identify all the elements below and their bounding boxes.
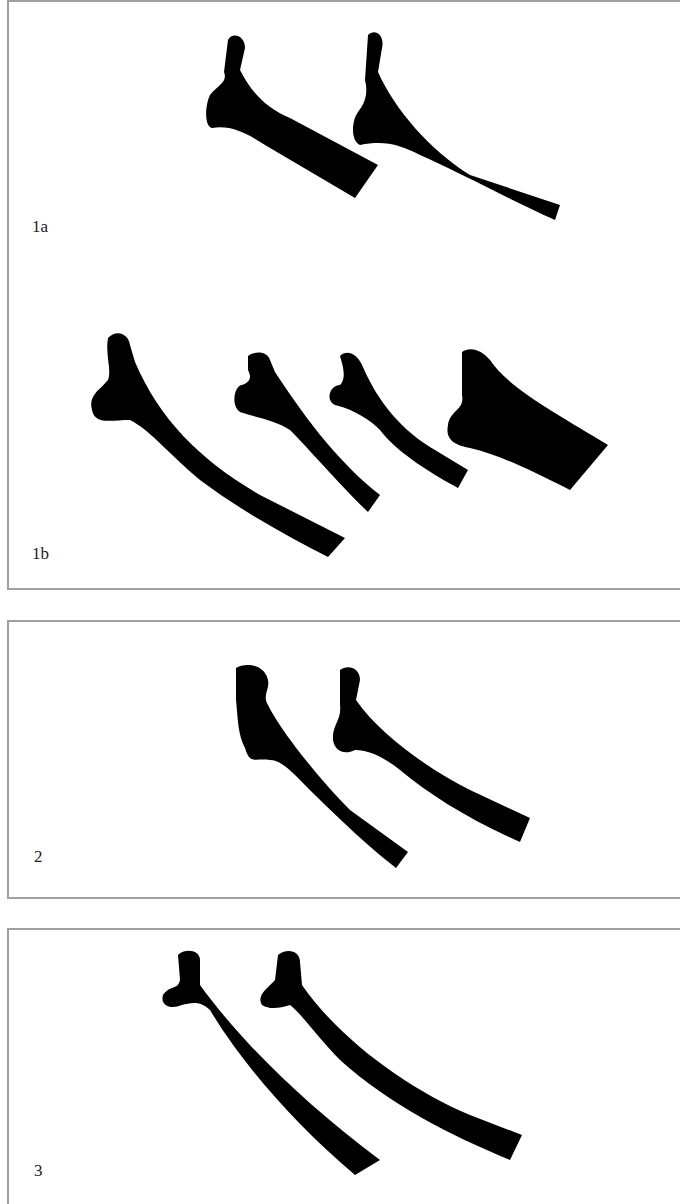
panel-frame: [8, 1, 680, 589]
bone-silhouette: [236, 665, 408, 868]
panel-frames: [8, 1, 680, 1204]
bone-silhouette: [333, 667, 530, 842]
bone-silhouette: [353, 32, 560, 220]
panel-label: 2: [34, 848, 43, 865]
bone-silhouette: [330, 353, 468, 488]
bone-silhouette: [447, 349, 608, 490]
panel-label: 1b: [32, 545, 49, 562]
panel-frame: [8, 929, 680, 1204]
bone-silhouette: [206, 36, 378, 198]
panel-frame: [8, 621, 680, 898]
panel-label: 1a: [32, 218, 48, 235]
bone-silhouettes: [91, 32, 608, 1175]
bone-silhouette: [260, 951, 522, 1160]
panel-label: 3: [34, 1162, 43, 1179]
